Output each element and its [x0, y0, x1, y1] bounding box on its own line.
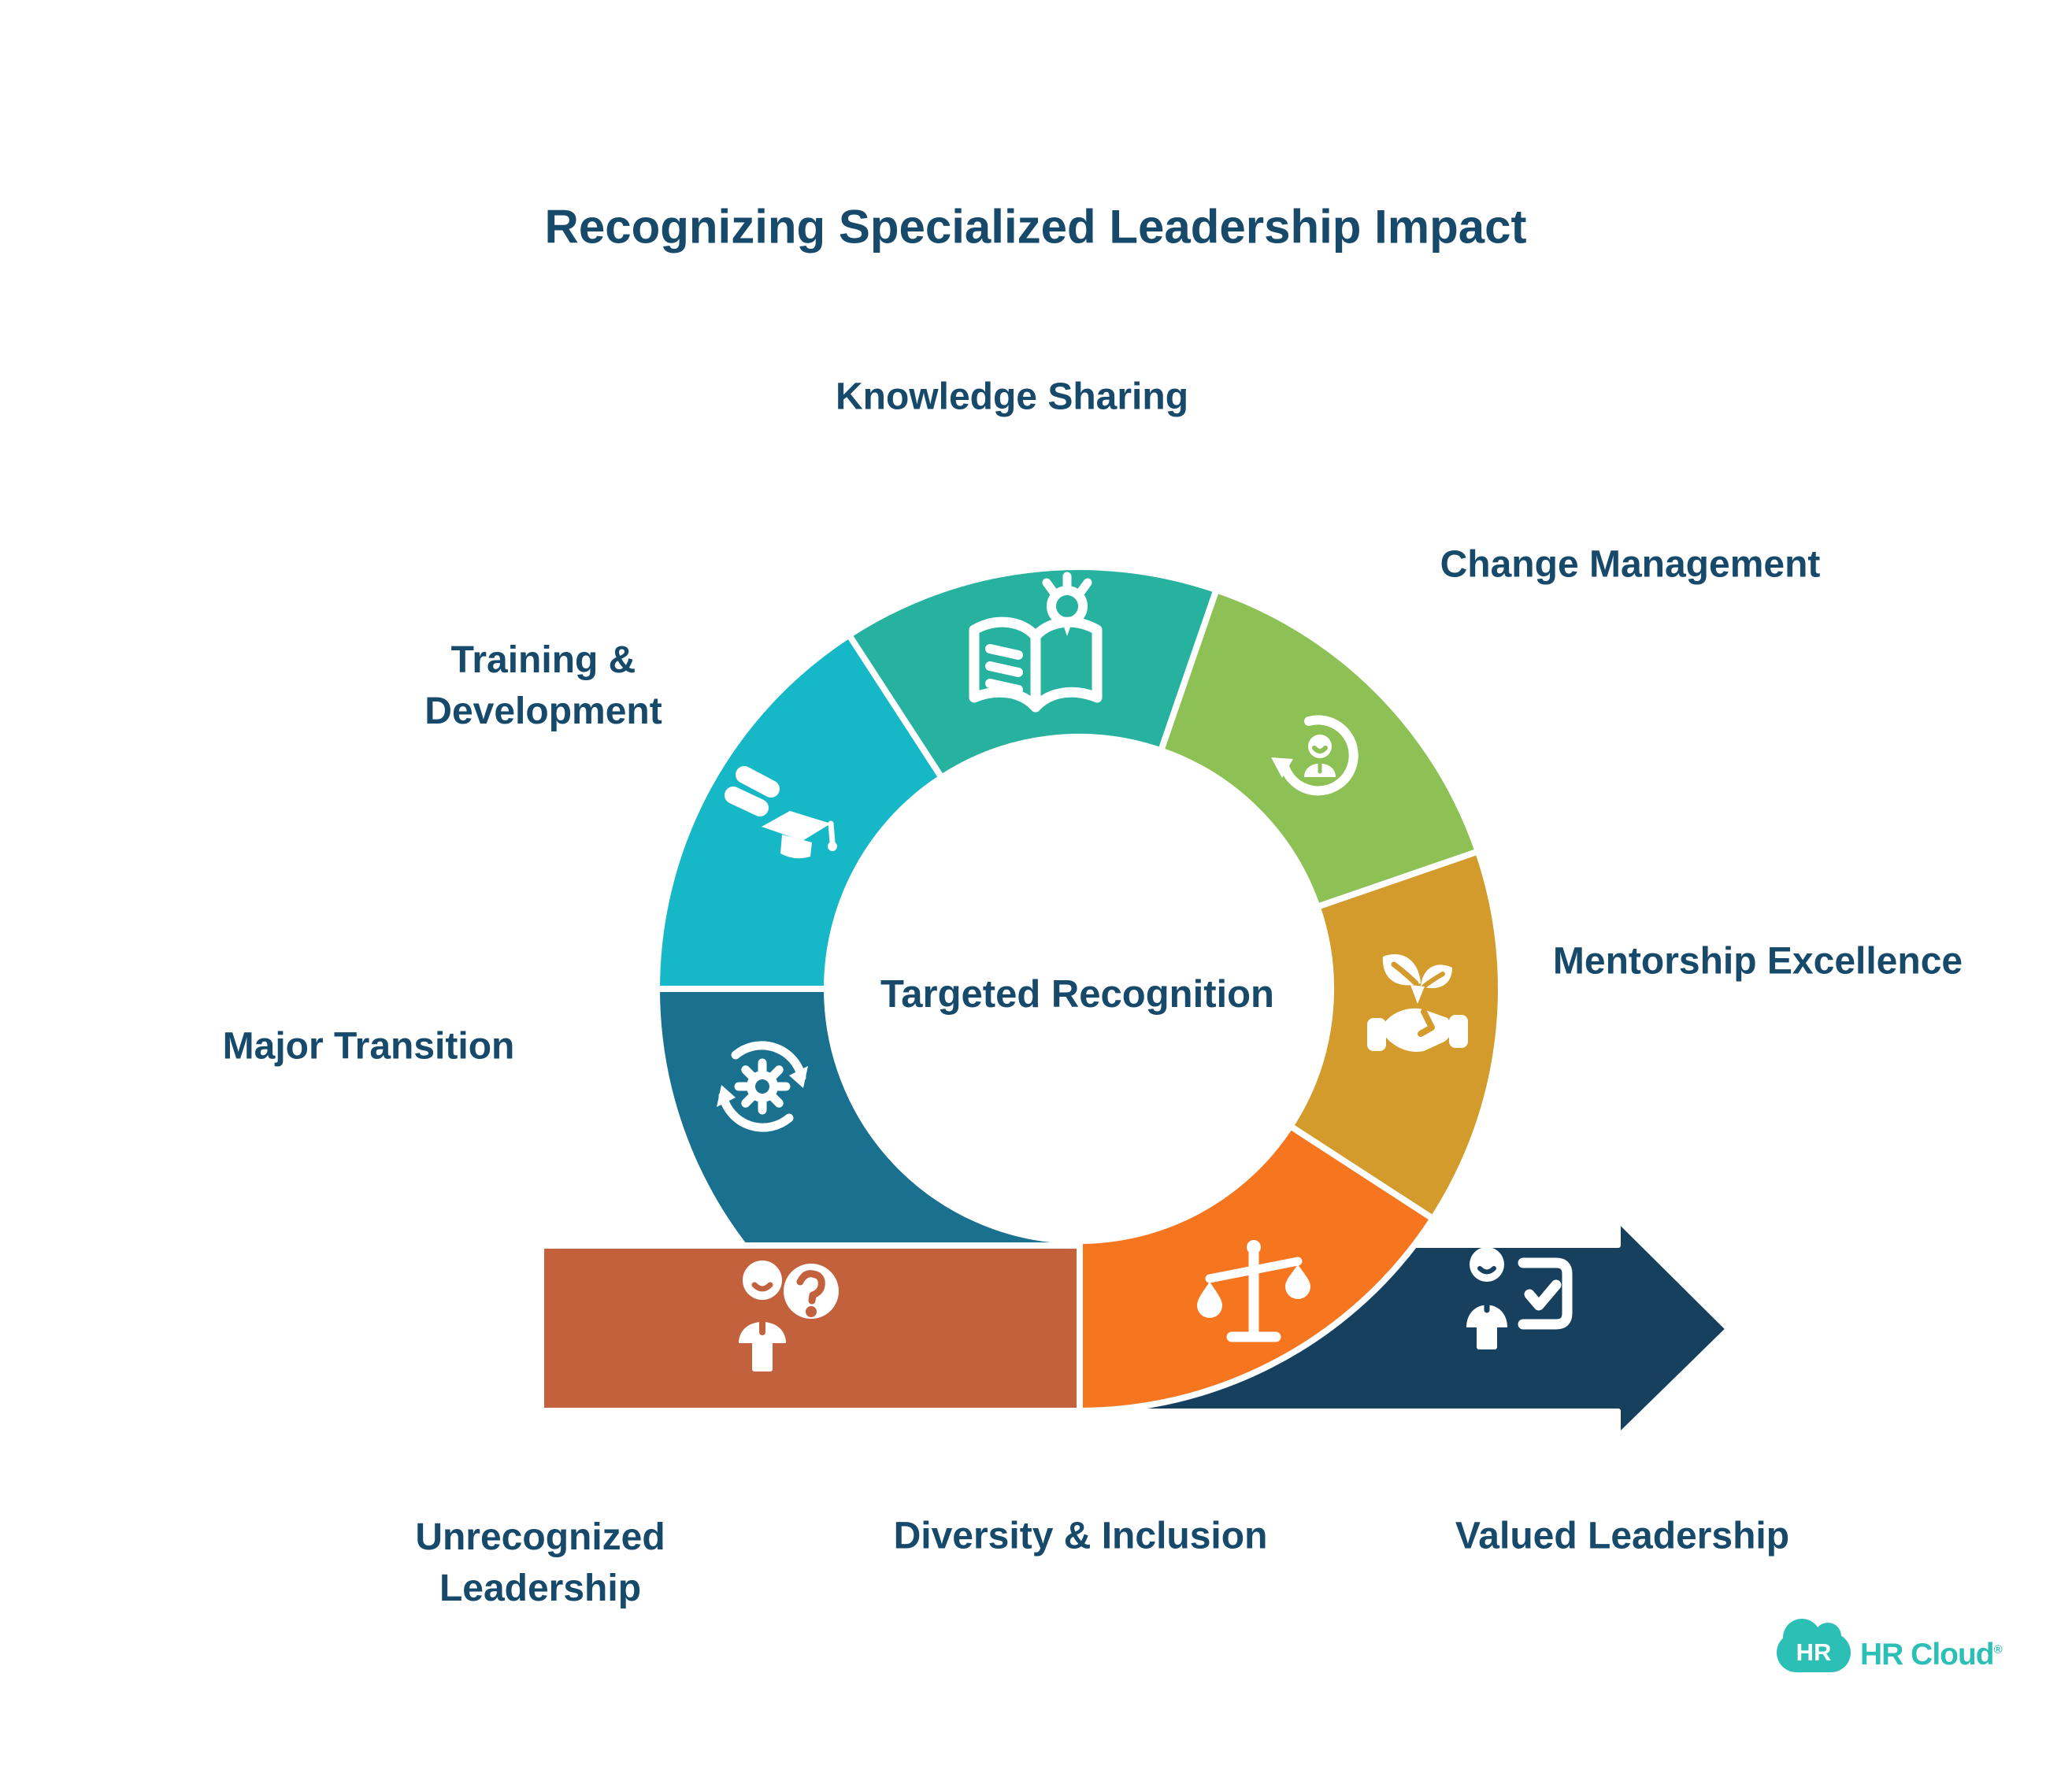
- cloud-icon: HR: [1777, 1619, 1851, 1672]
- sprout-handshake-icon: [1367, 954, 1468, 1052]
- label-unrecognized-leadership: Unrecognized Leadership: [415, 1516, 665, 1609]
- gear-cycle-icon: [717, 1041, 808, 1132]
- segment-unrecognized-leadership: [538, 1242, 1083, 1414]
- person-refresh-icon: [1271, 715, 1358, 796]
- page-title: Recognizing Specialized Leadership Impac…: [544, 200, 1527, 254]
- label-knowledge-sharing: Knowledge Sharing: [835, 376, 1189, 418]
- balance-scales-icon: [1197, 1240, 1310, 1342]
- label-training-development: Training & Development: [424, 639, 662, 732]
- person-checklist-icon: [1466, 1247, 1573, 1349]
- graduation-cap-icon: [725, 766, 837, 859]
- segment-training-development: [654, 631, 945, 992]
- label-targeted-recognition: Targeted Recognition: [880, 972, 1275, 1016]
- label-diversity-inclusion: Diversity & Inclusion: [893, 1515, 1268, 1557]
- label-mentorship-excellence: Mentorship Excellence: [1552, 940, 1963, 983]
- logo-badge: HR: [1796, 1638, 1832, 1666]
- book-lightbulb-icon: [969, 572, 1103, 713]
- person-question-icon: [739, 1260, 839, 1372]
- logo-name: HR Cloud®: [1860, 1638, 2003, 1671]
- hr-cloud-logo: HR HR Cloud®: [1772, 1619, 2003, 1683]
- registered-mark: ®: [1993, 1643, 2003, 1657]
- label-change-management: Change Management: [1440, 543, 1821, 586]
- label-major-transition: Major Transition: [222, 1025, 515, 1068]
- label-valued-leadership: Valued Leadership: [1455, 1515, 1790, 1557]
